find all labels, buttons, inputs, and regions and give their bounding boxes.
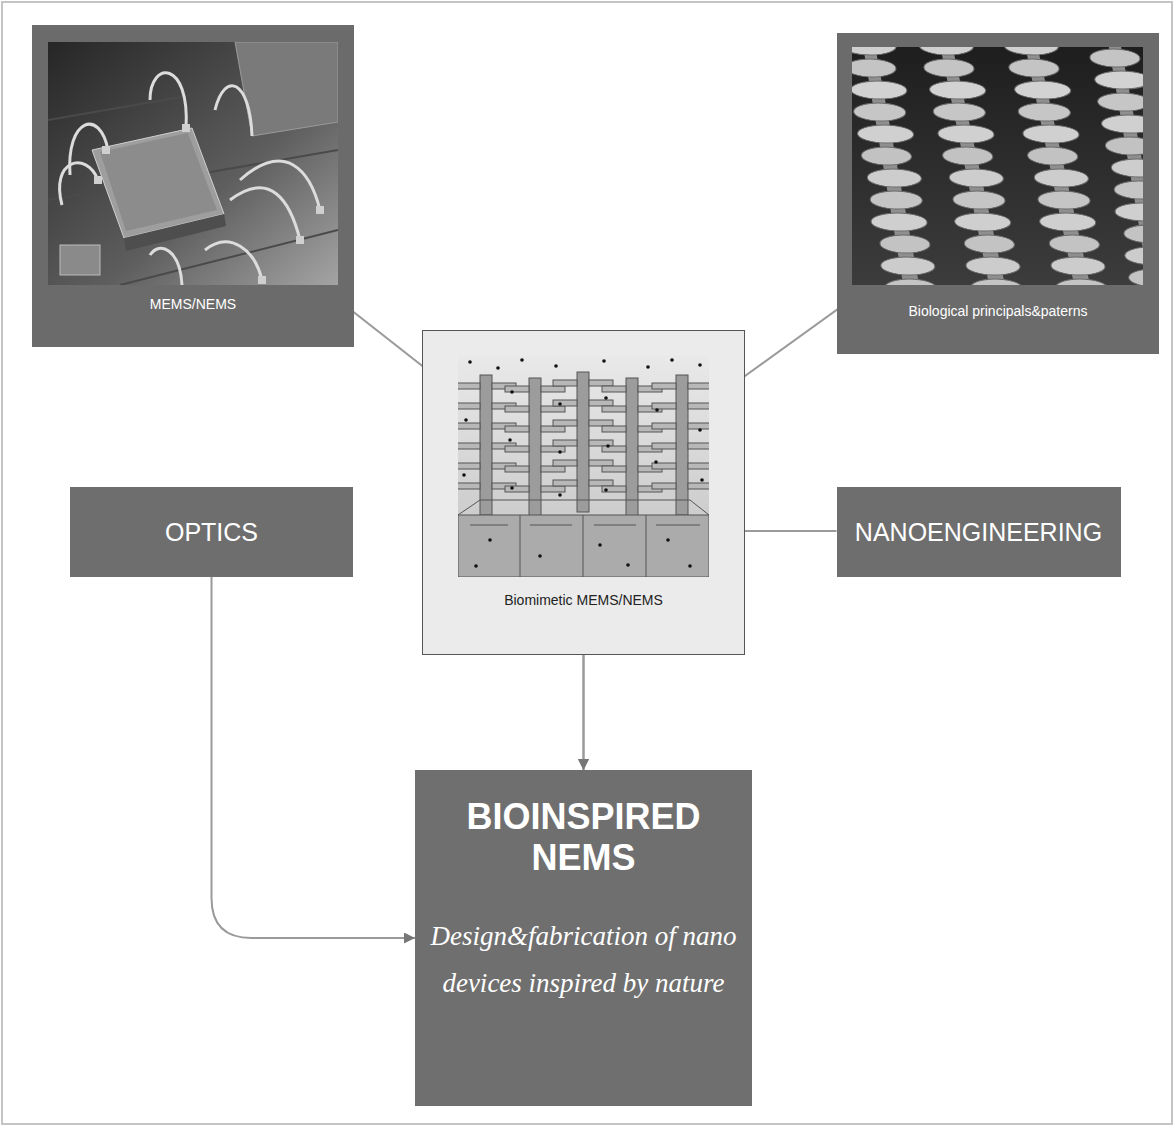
illustration-part (462, 473, 466, 477)
flow-arrow (212, 577, 416, 938)
illustration-part (464, 418, 468, 422)
illustration-part (698, 363, 702, 367)
lamella-photo (852, 47, 1143, 285)
illustration-part (538, 554, 542, 558)
illustration-part (688, 564, 692, 568)
illustration-part (852, 47, 943, 285)
node-title: NANOENGINEERING (855, 517, 1102, 547)
illustration-part (558, 493, 562, 497)
illustration-part (626, 563, 630, 567)
illustration-part (215, 86, 252, 136)
illustration-part (458, 375, 516, 515)
illustration-part (462, 358, 704, 568)
illustration-part (604, 396, 608, 400)
illustration-part (60, 163, 98, 205)
node-title: BIOINSPIRED NEMS (429, 796, 738, 879)
illustration-part (670, 358, 674, 362)
illustration-part (558, 402, 562, 406)
node-body: Design&fabrication of nano devices inspi… (429, 913, 738, 1008)
illustration-part (102, 146, 110, 154)
illustration-part (510, 486, 514, 490)
illustration-part (558, 450, 562, 454)
illustration-part (258, 276, 266, 284)
illustration-part (150, 248, 182, 285)
illustration-part (604, 488, 608, 492)
illustration-part (915, 47, 1029, 285)
illustration-part (655, 408, 659, 412)
illustration-part (182, 124, 190, 132)
illustration-part (316, 206, 324, 214)
illustration-part (652, 375, 709, 515)
illustration-part (496, 366, 500, 370)
illustration-part (468, 360, 472, 364)
illustration-part (60, 245, 100, 275)
illustration-part (505, 378, 565, 518)
node-title: OPTICS (165, 517, 258, 547)
illustration-part (240, 161, 320, 210)
illustration-part (205, 242, 262, 280)
illustration-part (510, 390, 514, 394)
biomimetic-illustration (458, 356, 709, 577)
illustration-part (474, 564, 478, 568)
illustration-part (458, 500, 709, 577)
illustration-part (698, 428, 702, 432)
illustration-part (100, 133, 217, 231)
illustration-part (508, 438, 512, 442)
illustration-part (646, 365, 650, 369)
node-title: Biological principals&paterns (847, 302, 1149, 320)
node-title: MEMS/NEMS (42, 295, 344, 313)
chip-photo (48, 42, 338, 285)
node-title: Biomimetic MEMS/NEMS (433, 591, 734, 609)
process-box: OPTICS (70, 487, 353, 577)
illustration-part (296, 236, 304, 244)
illustration-part (488, 538, 492, 542)
illustration-part (654, 460, 658, 464)
process-box: NANOENGINEERING (837, 487, 1121, 577)
illustration-part (598, 543, 602, 547)
illustration-part (606, 444, 610, 448)
illustration-part (150, 73, 186, 128)
process-box: BIOINSPIRED NEMS Design&fabrication of na… (415, 770, 752, 1106)
illustration-part (666, 538, 670, 542)
illustration-part (520, 358, 524, 362)
illustration-part (94, 176, 102, 184)
illustration-part (1082, 47, 1143, 285)
illustration-part (700, 478, 704, 482)
illustration-part (554, 364, 558, 368)
illustration-part (602, 359, 606, 363)
illustration-part (48, 42, 338, 285)
illustration-part (230, 188, 300, 240)
